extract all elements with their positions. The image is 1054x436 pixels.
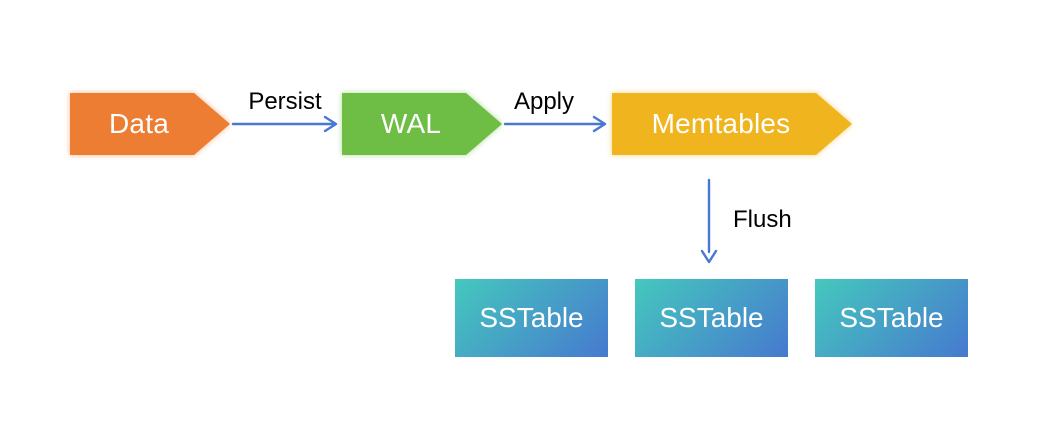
apply-arrowhead-icon: [592, 115, 607, 133]
persist-arrowhead-icon: [323, 115, 338, 133]
node-memtables-shape: Memtables: [612, 93, 852, 155]
node-wal-shape: WAL: [342, 93, 502, 155]
node-sstable-3: SSTable: [815, 279, 968, 357]
node-data-label: Data: [109, 108, 169, 139]
node-sstable-2-label: SSTable: [659, 302, 764, 333]
node-sstable-1: SSTable: [455, 279, 608, 357]
node-data-shape: Data: [70, 93, 230, 155]
node-data: Data: [70, 93, 230, 155]
edge-label-apply: Apply: [513, 88, 575, 115]
node-memtables-label: Memtables: [651, 108, 791, 139]
node-sstable-2: SSTable: [635, 279, 788, 357]
edge-label-flush: Flush: [733, 206, 792, 233]
flush-arrow: [700, 178, 718, 264]
node-wal: WAL: [342, 93, 502, 155]
node-memtables: Memtables: [612, 93, 852, 155]
apply-arrow: [503, 115, 607, 133]
persist-arrow: [231, 115, 338, 133]
node-sstable-3-label: SSTable: [839, 302, 944, 333]
flush-arrowhead-icon: [700, 249, 718, 264]
node-sstable-1-label: SSTable: [479, 302, 584, 333]
node-wal-label: WAL: [380, 108, 442, 139]
edge-label-persist: Persist: [248, 88, 322, 115]
